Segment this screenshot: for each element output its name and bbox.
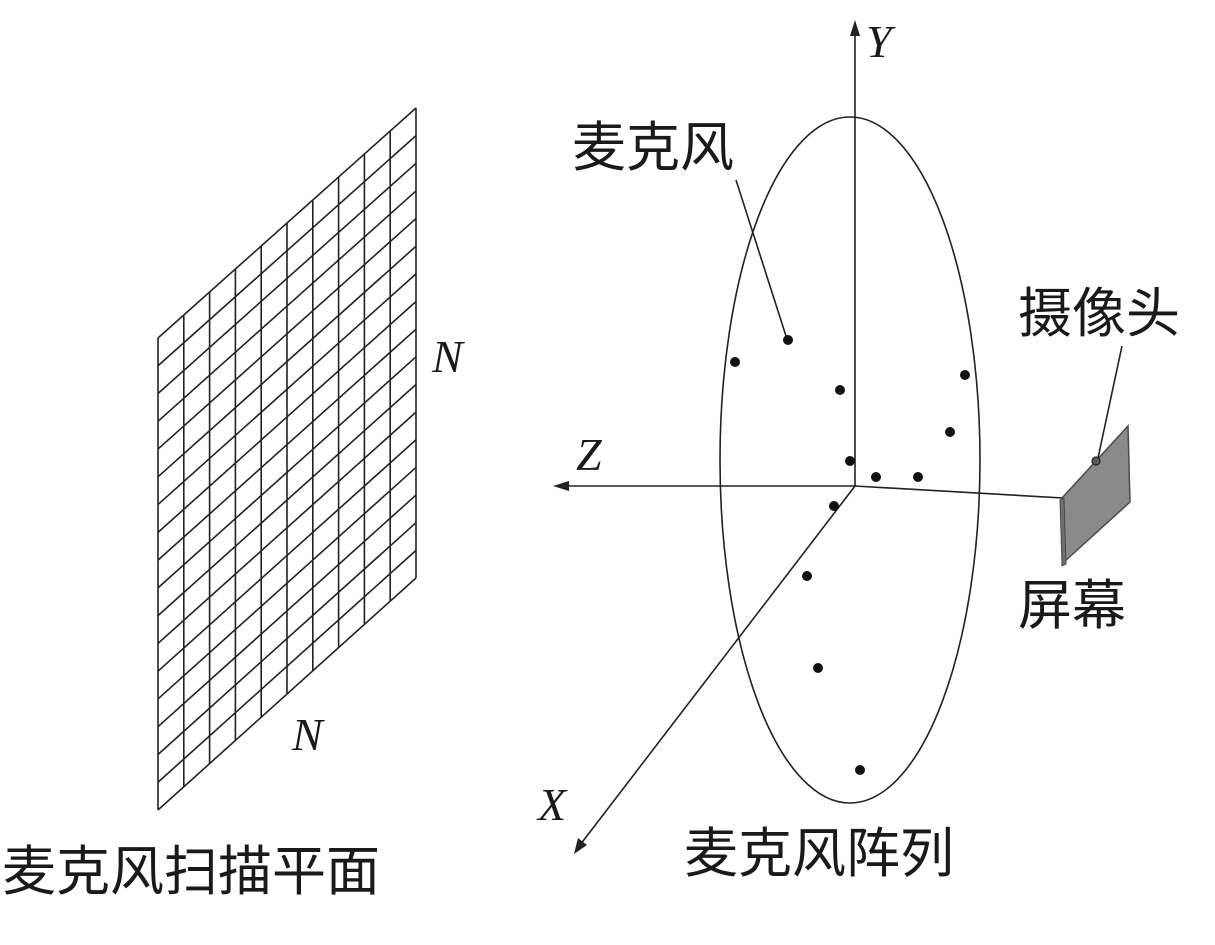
grid-row-line: [157, 328, 417, 561]
x-axis-arrow: [574, 838, 587, 854]
grid-row-line: [157, 466, 417, 700]
grid-row-line: [157, 439, 417, 672]
z-axis-label: Z: [576, 429, 602, 480]
camera-icon: [1091, 456, 1101, 466]
grid-row-line: [157, 217, 417, 450]
grid-row-line: [157, 356, 417, 589]
z-axis-arrow: [553, 481, 569, 491]
scan-grid: [157, 107, 417, 811]
microphone-dot: [835, 385, 845, 395]
microphone-dot: [730, 357, 740, 367]
camera-callout-line: [1097, 345, 1123, 459]
x-axis-label: X: [536, 779, 568, 830]
grid-row-line: [157, 577, 417, 811]
screen-panel: [1059, 424, 1131, 567]
microphone-dot: [960, 370, 970, 380]
microphone-dot: [829, 501, 839, 511]
grid-row-line: [157, 190, 417, 422]
grid-row-line: [157, 494, 417, 728]
y-axis-label: Y: [866, 16, 896, 67]
microphone-label: 麦克风: [572, 116, 734, 179]
grid-row-line: [157, 383, 417, 617]
grid-row-line: [157, 107, 417, 339]
microphone-dot: [855, 765, 865, 775]
grid-row-line: [157, 300, 417, 533]
grid-row-line: [157, 549, 417, 783]
screen-connector-line: [854, 485, 1099, 501]
microphone-dot: [813, 663, 823, 673]
grid-n-bottom-label: N: [291, 709, 325, 760]
grid-n-right-label: N: [431, 331, 465, 382]
screen-side-face: [1059, 497, 1067, 567]
grid-row-line: [157, 522, 417, 756]
mic-array-label: 麦克风阵列: [684, 822, 954, 885]
microphone-dot: [783, 335, 793, 345]
microphone-dot: [913, 472, 923, 482]
microphone-callout-line: [735, 179, 787, 337]
camera-label: 摄像头: [1018, 282, 1180, 345]
x-axis: [579, 485, 856, 846]
grid-row-line: [157, 245, 417, 478]
grid-row-line: [157, 411, 417, 645]
microphone-dot: [845, 456, 855, 466]
microphone-dot: [945, 427, 955, 437]
microphone-points: [730, 335, 970, 775]
grid-row-line: [157, 135, 417, 367]
grid-row-line: [157, 162, 417, 395]
microphone-array-ellipse: [719, 116, 981, 804]
grid-row-line: [157, 273, 417, 506]
microphone-dot: [802, 571, 812, 581]
scan-plane-label: 麦克风扫描平面: [2, 840, 380, 903]
screen-front-face: [1061, 424, 1131, 564]
microphone-dot: [871, 472, 881, 482]
screen-label: 屏幕: [1018, 574, 1126, 637]
y-axis-arrow: [850, 20, 860, 36]
